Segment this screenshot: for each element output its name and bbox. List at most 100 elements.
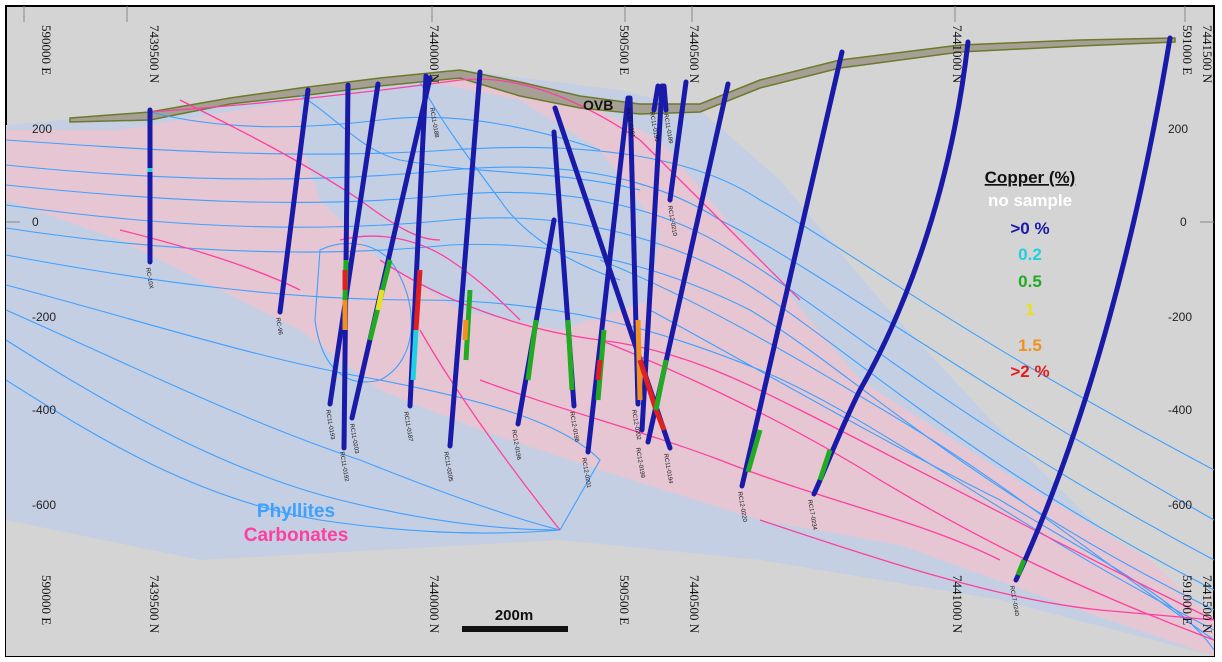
drill-hole-trace: [277, 87, 311, 315]
drill-hole-label: RC12-0210: [666, 205, 677, 237]
coord-label-top: 7441500 N: [1200, 25, 1215, 84]
legend-item-1-5: 1.5: [1018, 336, 1042, 355]
drill-hole-label: RC11-0187: [402, 411, 413, 442]
carbonate-contact: [599, 339, 1215, 641]
legend-item-0-5: 0.5: [1018, 272, 1042, 291]
assay-interval: [745, 429, 763, 473]
assay-interval: [565, 319, 575, 391]
phyllite-contact: [5, 339, 561, 531]
phyllite-contact: [5, 139, 1215, 471]
phyllite-contact: [419, 81, 621, 281]
coord-label-top: 590000 E: [39, 25, 54, 75]
carbonate-contact: [339, 235, 521, 321]
assay-interval: [635, 319, 643, 401]
legend-item-0-2: 0.2: [1018, 245, 1042, 264]
assay-interval: [653, 409, 667, 431]
phyllite-contact: [5, 254, 1215, 631]
elevation-labels-right: 200 0 -200 -400 -600: [1168, 122, 1192, 512]
drill-hole-label: RC12-0220: [736, 491, 747, 523]
coord-label-top: 7440500 N: [687, 25, 702, 84]
assay-interval: [410, 329, 419, 381]
drill-hole-label: RC11-0192: [338, 451, 349, 482]
carbonate-contact: [639, 139, 801, 301]
elevation-label-left: 200: [32, 122, 52, 136]
coord-label-top: 591000 E: [1180, 25, 1195, 75]
assay-interval: [413, 269, 423, 331]
drill-hole-trace: [585, 95, 631, 455]
elevation-labels-left: 200 0 -200 -400 -600: [32, 122, 56, 512]
elevation-label-left: -400: [32, 403, 56, 417]
carbonate-contact: [479, 379, 1001, 561]
carbonate-contacts: [119, 78, 1215, 641]
phyllite-contact: [299, 94, 641, 191]
drill-hole-labels: RC-10X RC-96 RC11-0193 RC11-0192 RC11-02…: [144, 107, 1019, 617]
coord-label-bottom: 7440500 N: [687, 575, 702, 634]
drill-hole-trace: [447, 69, 483, 449]
drill-hole-trace: [739, 49, 845, 489]
phyllite-contact: [649, 309, 1215, 651]
elevation-label-left: -600: [32, 498, 56, 512]
legend-title: Copper (%): [985, 168, 1076, 187]
drill-hole-trace: [661, 83, 669, 113]
scale-bar: 200m: [462, 607, 568, 632]
coord-label-bottom: 591000 E: [1180, 575, 1195, 625]
assay-interval: [375, 289, 385, 311]
elevation-label-left: 0: [32, 215, 39, 229]
drill-hole-label: RC12-0199: [634, 447, 645, 479]
drill-hole-label: RC11-0189: [662, 113, 673, 144]
coord-label-bottom: 7440000 N: [427, 575, 442, 634]
phyllite-contact: [5, 164, 1215, 521]
elevation-label-right: 0: [1180, 215, 1187, 229]
phyllite-contact: [314, 242, 412, 383]
drill-hole-label: RC17-0234: [806, 499, 817, 531]
drill-hole-trace: [651, 83, 661, 113]
drill-hole-trace: [667, 79, 689, 203]
phyllite-contact: [5, 309, 561, 531]
grid-ticks: [6, 6, 1214, 223]
elevation-label-right: 200: [1168, 122, 1188, 136]
coord-label-top: 7440000 N: [427, 25, 442, 84]
assay-interval: [462, 319, 469, 341]
coord-label-bottom: 590000 E: [39, 575, 54, 625]
elevation-label-left: -200: [32, 310, 56, 324]
coord-label-bottom: 590500 E: [617, 575, 632, 625]
assay-interval: [525, 319, 539, 381]
drill-hole-label: RC-96: [274, 317, 283, 336]
coord-label-bottom: 7441500 N: [1200, 575, 1215, 634]
assay-interval: [817, 449, 833, 481]
assay-interval: [1015, 559, 1027, 576]
legend-item-gt0: >0 %: [1010, 219, 1049, 238]
lower-ground: [6, 520, 1214, 656]
drill-hole-trace: [1013, 35, 1173, 583]
drill-hole-label: RC11-0188: [428, 107, 439, 138]
phyllite-lens: [300, 80, 660, 330]
phyllite-contact: [5, 227, 1215, 611]
assay-interval: [595, 359, 603, 381]
drill-hole-label: RC17-0240: [1008, 585, 1019, 617]
drill-hole-label: RC12-0198: [568, 411, 579, 443]
drill-hole-label: RC11-0190: [648, 111, 659, 142]
elevation-label-right: -400: [1168, 403, 1192, 417]
drill-hole-label: RC11-0194: [662, 453, 673, 484]
phyllites-label: Phyllites: [257, 501, 335, 522]
scale-bar-label: 200m: [495, 607, 533, 624]
carbonate-contact: [419, 329, 561, 531]
drill-hole-label: RC12-0202: [630, 409, 641, 441]
legend-item-gt2: >2 %: [1010, 362, 1049, 381]
elevation-label-right: -600: [1168, 498, 1192, 512]
phyllite-contact: [5, 284, 601, 531]
carbonate-contact: [759, 519, 1215, 621]
assay-intervals: [147, 168, 1027, 576]
assay-interval: [637, 359, 659, 411]
phyllite-contacts: [5, 81, 1215, 651]
phyllite-contact: [5, 184, 1215, 561]
assay-interval: [653, 359, 669, 411]
top-coordinate-labels: 590000 E 7439500 N 7440000 N 590500 E 74…: [39, 25, 1215, 84]
drill-hole-trace: [327, 81, 381, 407]
drill-hole-label: RC11-0203: [348, 423, 359, 454]
copper-legend: Copper (%) no sample >0 % 0.2 0.5 1 1.5 …: [985, 168, 1076, 381]
drill-hole-label: RC11-0205: [442, 451, 453, 482]
coord-label-top: 7441000 N: [950, 25, 965, 84]
elevation-label-right: -200: [1168, 310, 1192, 324]
